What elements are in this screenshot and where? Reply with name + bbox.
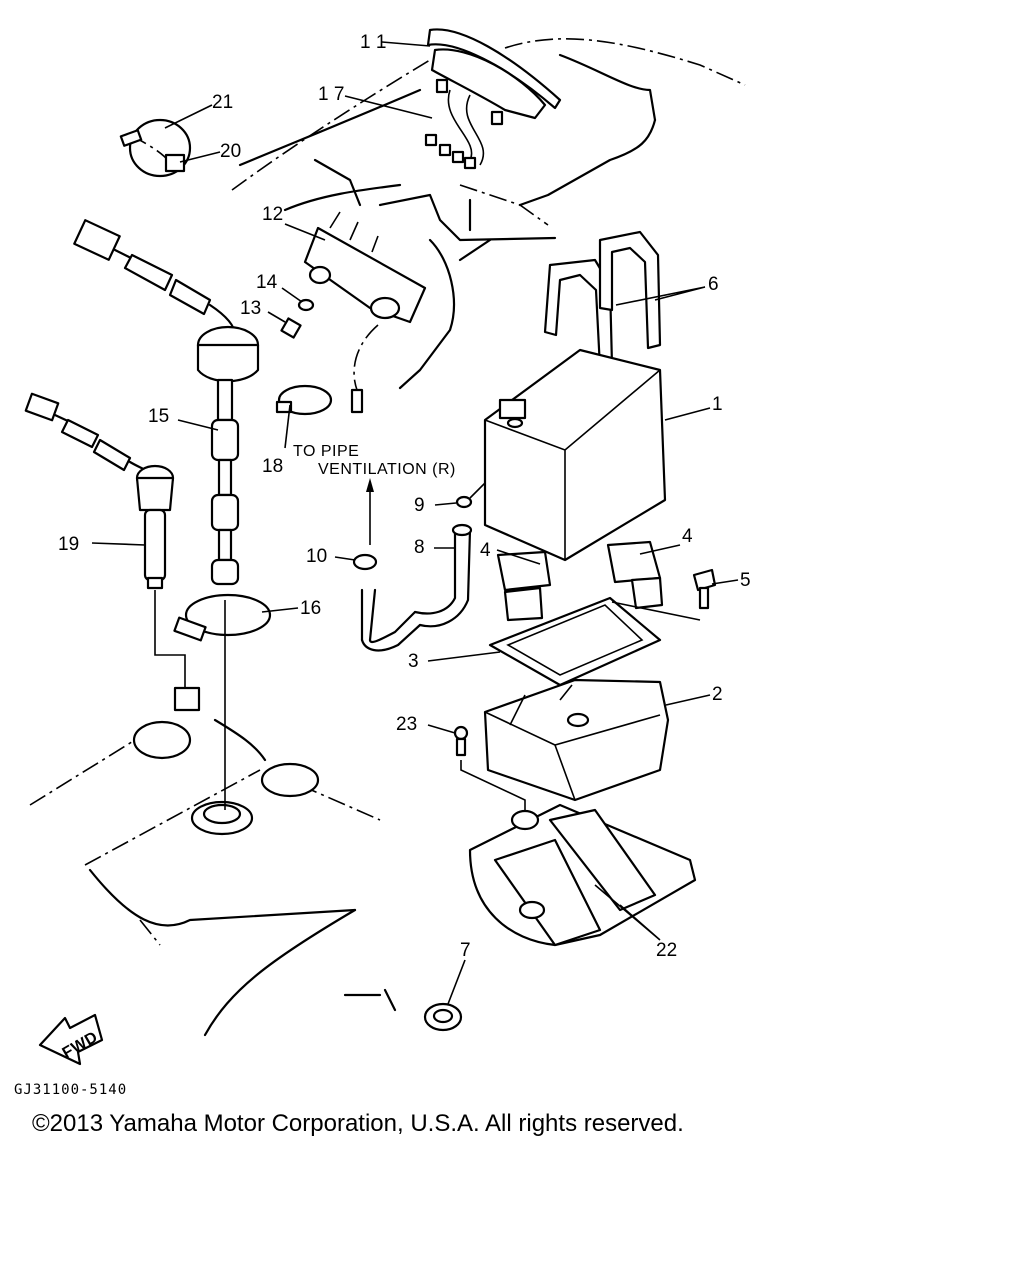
label-19: 19 [58,534,79,555]
label-14: 14 [256,272,278,293]
part-4-pads [496,540,664,622]
part-13-nut [280,317,302,339]
part-15-sensor [196,325,260,586]
part-5-bolt [692,568,717,610]
label-21: 21 [212,92,233,113]
label-17: 1 7 [318,84,344,105]
label-18: 18 [262,456,283,477]
lower-connector [24,392,154,477]
part-10-clip [352,553,378,571]
label-2: 2 [712,684,723,705]
label-10: 10 [306,546,327,567]
ventilation-arrow [366,478,374,545]
label-4b: 4 [682,526,693,547]
parts-diagram: FWD 1 1 1 7 21 20 12 14 13 1 [24,28,751,1066]
part-3-plate [488,596,701,687]
bracket-screw [350,324,379,414]
part-16-band [173,593,272,810]
part-6-straps [543,230,662,370]
label-3: 3 [408,651,419,672]
part-labels: 1 1 1 7 21 20 12 14 13 15 18 19 16 10 8 … [58,32,751,961]
label-9: 9 [414,495,425,516]
label-22: 22 [656,940,677,961]
tank-outline [29,718,397,1037]
part-8-hose [360,523,473,652]
part-22-tray [468,803,697,947]
part-2-box [483,678,670,802]
part-20-fastener [164,153,186,173]
label-16: 16 [300,598,321,619]
part-14-washer [297,298,315,312]
part-21-clamp [119,118,192,178]
upper-connector [73,219,237,337]
part-18-clamp [275,384,333,416]
label-5: 5 [740,570,751,591]
label-12: 12 [262,204,283,225]
label-1: 1 [712,394,723,415]
fwd-arrow: FWD [38,1013,104,1066]
part-7-grommet [423,1002,463,1032]
label-11: 1 1 [360,32,386,53]
part-1-battery [483,348,667,562]
label-15: 15 [148,406,169,427]
label-8: 8 [414,537,425,558]
part-11-gauge [424,28,562,170]
label-6: 6 [708,274,719,295]
note-ventilation: VENTILATION (R) [318,461,456,478]
leader-lines [91,41,739,1005]
part-12-bracket [303,211,427,324]
label-13: 13 [240,298,261,319]
part-19-sensor [135,464,201,712]
label-23: 23 [396,714,417,735]
diagram-code: GJ31100-5140 [14,1082,128,1098]
copyright-notice: ©2013 Yamaha Motor Corporation, U.S.A. A… [32,1110,684,1137]
label-7: 7 [460,940,471,961]
label-20: 20 [220,141,241,162]
note-to-pipe: TO PIPE [293,443,359,460]
label-4a: 4 [480,540,491,561]
